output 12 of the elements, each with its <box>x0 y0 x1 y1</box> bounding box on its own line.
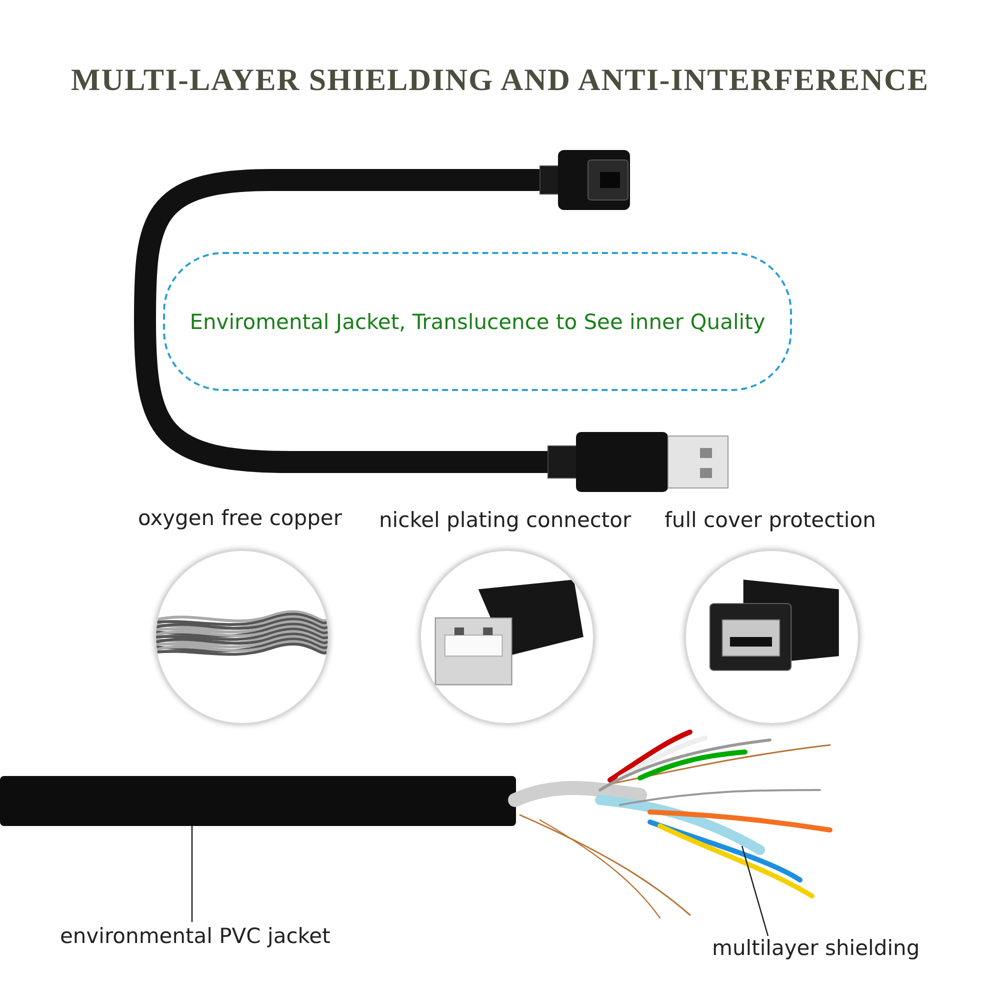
leader-line <box>741 846 769 936</box>
part-label: environmental PVC jacket <box>60 924 330 948</box>
node-label: oxygen free copper <box>138 506 342 530</box>
part-label: multilayer shielding <box>712 936 920 960</box>
callout-text: Enviromental Jacket, Translucence to See inner Quality <box>190 310 766 334</box>
node-label: full cover protection <box>664 508 876 532</box>
title: MULTI-LAYER SHIELDING AND ANTI-INTERFERENCE <box>70 62 930 98</box>
dashed-callout <box>163 252 792 391</box>
leader-line <box>191 826 193 922</box>
shielding-wires-drawing <box>508 730 832 919</box>
cable-jacket <box>0 776 516 826</box>
node-label: nickel plating connector <box>379 508 632 532</box>
